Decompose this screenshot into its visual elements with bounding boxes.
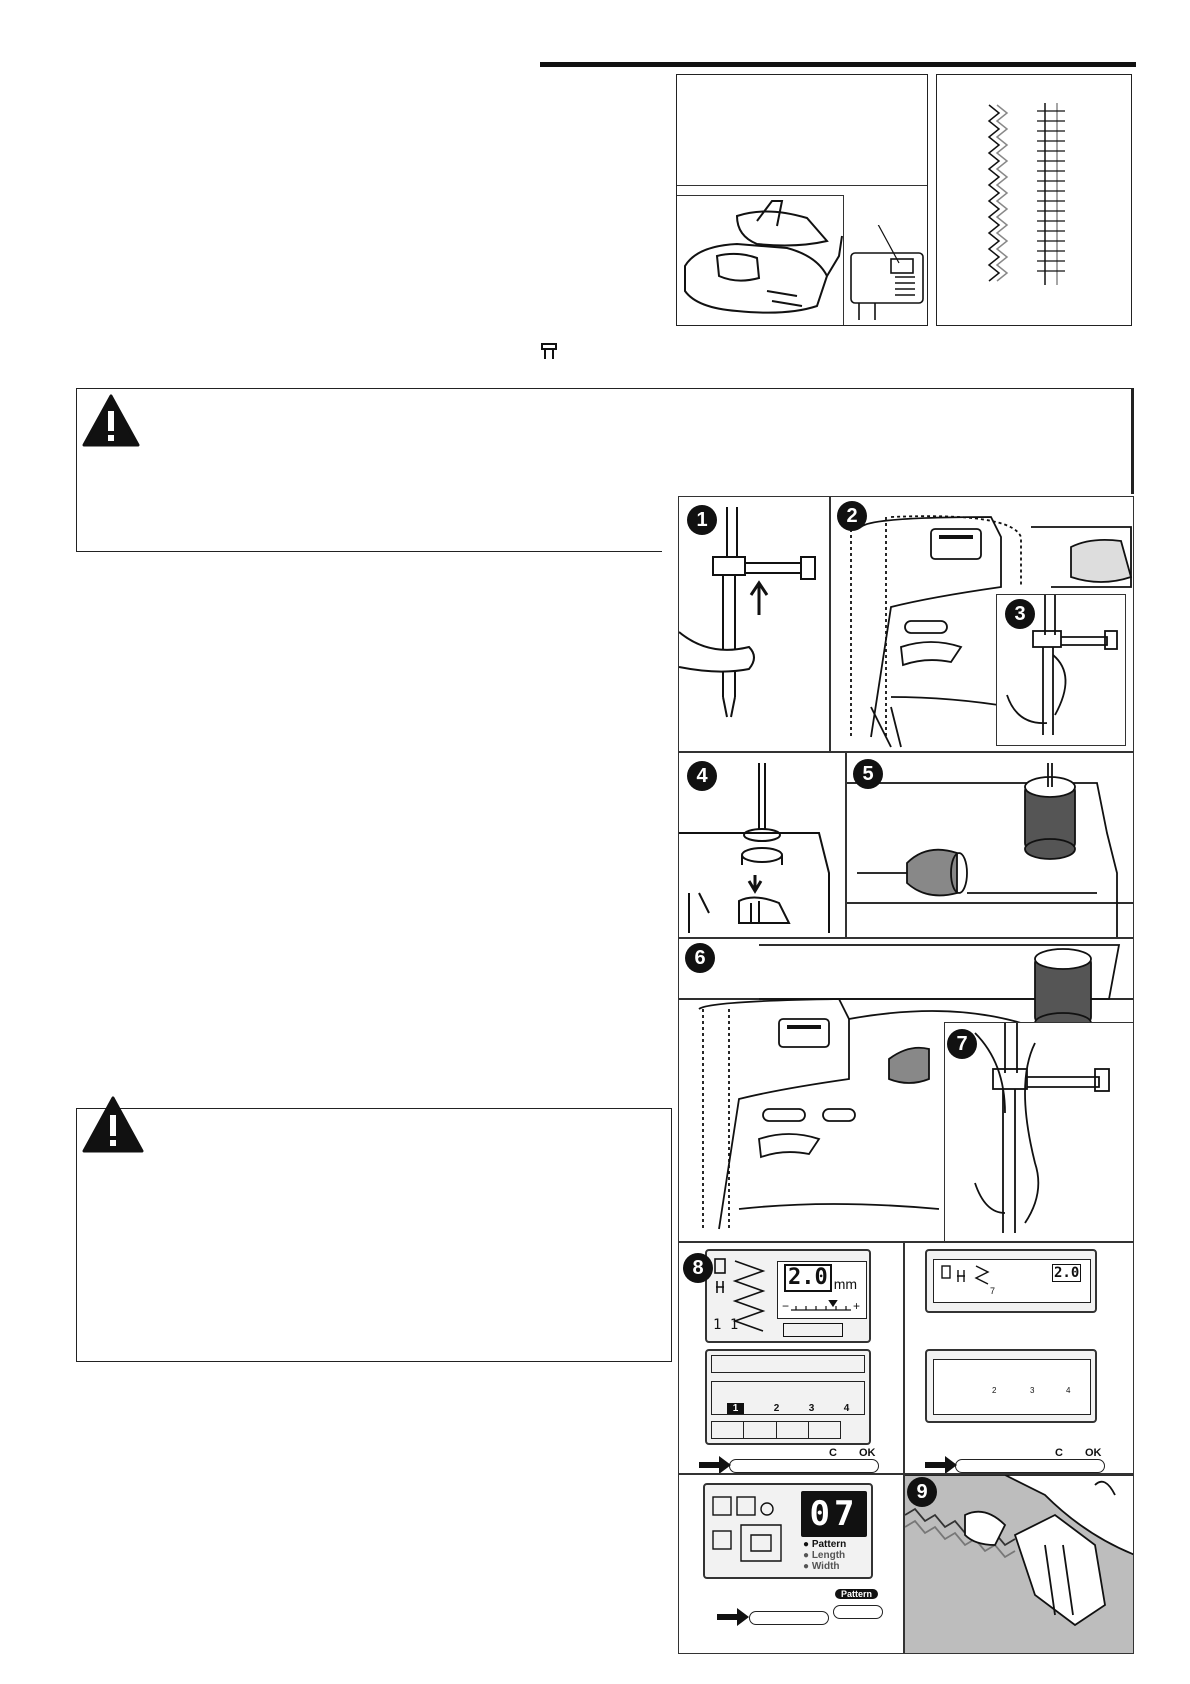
- step-5-panel: 5: [846, 752, 1134, 938]
- control-button-bar[interactable]: [955, 1459, 1105, 1473]
- arrow-right-icon: [699, 1456, 731, 1473]
- step-7-panel: 7: [944, 1022, 1134, 1242]
- warning-triangle-icon: [81, 393, 141, 449]
- lcd-strip-inner: 2 3 4: [933, 1359, 1091, 1415]
- figure-callout-blank: [677, 75, 927, 186]
- step-8-panel: 1 1 2.0 mm − + 1 2 3 4: [678, 1242, 904, 1474]
- width-readout-box: 2.0 mm − +: [777, 1261, 867, 1319]
- warning-box-top-right-rule: [1131, 388, 1133, 494]
- lcd-tab-1[interactable]: [711, 1421, 745, 1439]
- button-label-ok: OK: [1085, 1447, 1102, 1459]
- pattern-number: 7: [990, 1286, 996, 1296]
- step-3-panel: 3: [996, 594, 1126, 746]
- lcd-soft-buttons: [783, 1323, 843, 1337]
- lcd-stitch-strip-screen: 2 3 4: [925, 1349, 1097, 1423]
- width-value-row: 2.0 mm: [784, 1264, 857, 1292]
- lcd-small-width-screen: 7 2.0: [925, 1249, 1097, 1313]
- sup-number-3: 3: [1030, 1386, 1035, 1395]
- led-option-length: ● Length: [803, 1550, 846, 1561]
- step-8-alt-panel: 7 2.0 2 3 4 C OK: [904, 1242, 1134, 1474]
- figure-stitch-samples: [936, 74, 1132, 326]
- machine-mode-icons: [712, 1496, 782, 1562]
- pattern-button[interactable]: [833, 1605, 883, 1619]
- step-1-panel: 1: [678, 496, 830, 752]
- width-unit: mm: [833, 1276, 858, 1292]
- step-number-6: 6: [685, 943, 715, 973]
- minus-sign: −: [782, 1299, 790, 1313]
- warning-triangle-icon: [81, 1095, 145, 1155]
- header-rule: [540, 62, 1136, 67]
- button-label-ok: OK: [859, 1447, 876, 1459]
- plus-sign: +: [853, 1299, 861, 1313]
- step-number-8: 8: [683, 1253, 713, 1283]
- width-value-small: 2.0: [1052, 1264, 1082, 1282]
- led-option-width: ● Width: [803, 1561, 840, 1572]
- lcd-tab-4[interactable]: [808, 1421, 841, 1439]
- button-label-c: C: [829, 1447, 837, 1459]
- presser-foot-drawing: [684, 200, 843, 314]
- control-button-bar[interactable]: [729, 1459, 879, 1473]
- step-9-panel: 9: [904, 1474, 1134, 1654]
- figure-foot-inset: [677, 195, 844, 325]
- twin-needle-button[interactable]: [749, 1611, 829, 1625]
- zigzag-stitch-icon: [714, 1258, 766, 1332]
- width-value: 2.0: [784, 1264, 832, 1292]
- stitch-number-4: 4: [843, 1403, 850, 1414]
- step-number-4: 4: [687, 761, 717, 791]
- twin-needle-icon: [540, 342, 558, 362]
- lcd-small-inner: 7 2.0: [933, 1259, 1091, 1303]
- warning-box-bottom: [76, 1096, 672, 1362]
- sup-number-4: 4: [1066, 1386, 1071, 1395]
- lcd-stitch-select-screen: 1 2 3 4: [705, 1349, 871, 1445]
- step-number-5: 5: [853, 759, 883, 789]
- stitch-number-2: 2: [773, 1403, 780, 1414]
- lcd-tab-3[interactable]: [776, 1421, 809, 1439]
- lcd-tab-2[interactable]: [744, 1421, 777, 1439]
- led-readout: 07: [801, 1491, 867, 1537]
- width-scale: − +: [782, 1298, 862, 1314]
- button-label-c: C: [1055, 1447, 1063, 1459]
- stitch-number-3: 3: [808, 1403, 815, 1414]
- stitch-samples-drawing: [987, 103, 1065, 285]
- stitch-row: 1 2 3 4: [711, 1381, 865, 1415]
- led-display-frame: 07 ● Pattern ● Length ● Width: [703, 1483, 873, 1579]
- mode-digits: 1 1: [713, 1317, 739, 1333]
- arrow-right-icon: [925, 1456, 957, 1473]
- step-number-3: 3: [1005, 599, 1035, 629]
- led-digits: 07: [809, 1494, 859, 1534]
- arrow-right-icon: [717, 1608, 749, 1626]
- step-number-2: 2: [837, 501, 867, 531]
- led-option-pattern: ● Pattern: [803, 1539, 847, 1550]
- lcd-width-screen: 1 1 2.0 mm − +: [705, 1249, 871, 1343]
- step-number-9: 9: [907, 1477, 937, 1507]
- step-4-panel: 4: [678, 752, 846, 938]
- stitch-number-1: 1: [726, 1403, 745, 1414]
- sup-number-2: 2: [992, 1386, 997, 1395]
- step-number-1: 1: [687, 505, 717, 535]
- lcd-tab-row: [711, 1421, 841, 1439]
- step-number-7: 7: [947, 1029, 977, 1059]
- lcd-header-bar: [711, 1355, 865, 1373]
- machine-mini-drawing: [850, 225, 924, 320]
- stitch-mode-icons: [941, 1265, 990, 1285]
- led-options: ● Pattern ● Length ● Width: [803, 1539, 846, 1572]
- pattern-button-label: Pattern: [835, 1589, 879, 1599]
- figure-presser-foot: [676, 74, 928, 326]
- led-panel: 07 ● Pattern ● Length ● Width Pattern: [678, 1474, 904, 1654]
